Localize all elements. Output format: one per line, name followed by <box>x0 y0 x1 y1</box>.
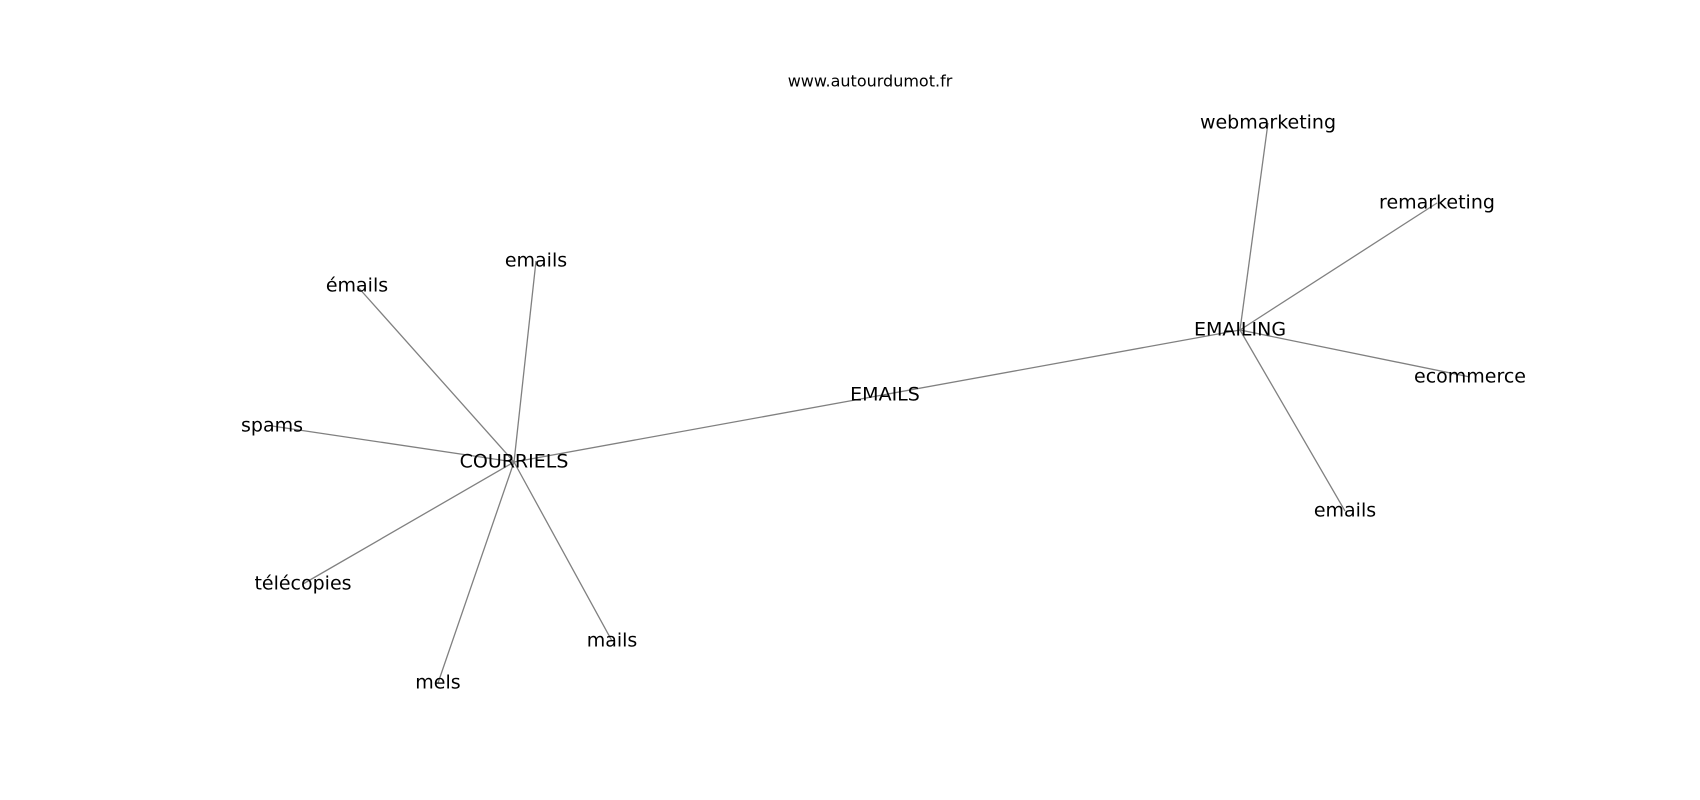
edge-emailing-webmarketing <box>1239 122 1269 331</box>
node-telecopies[interactable]: télécopies <box>254 573 351 595</box>
edge-emailing-remarketing <box>1239 202 1438 331</box>
node-emails-center[interactable]: EMAILS <box>850 384 920 406</box>
node-emails-e[interactable]: emails <box>1314 500 1376 522</box>
node-ecommerce[interactable]: ecommerce <box>1414 366 1526 388</box>
node-emails-accent[interactable]: émails <box>326 275 388 297</box>
edge-courriels-mails <box>513 461 613 642</box>
edge-courriels-telecopies <box>302 461 515 585</box>
edge-courriels-emailing <box>513 329 1241 463</box>
node-courriels[interactable]: COURRIELS <box>460 451 569 473</box>
edge-courriels-mels <box>437 461 515 684</box>
graph-nodes: EMAILS COURRIELS EMAILING emails émails spams… <box>241 112 1526 694</box>
edge-courriels-emails_c <box>513 260 537 463</box>
edge-courriels-emails_accent <box>356 285 515 463</box>
node-mels[interactable]: mels <box>415 672 460 694</box>
edge-emailing-emails_e <box>1239 329 1346 512</box>
site-url: www.autourdumot.fr <box>788 72 953 91</box>
node-webmarketing[interactable]: webmarketing <box>1200 112 1336 134</box>
graph-edges <box>271 122 1471 684</box>
node-mails[interactable]: mails <box>587 630 638 652</box>
edge-courriels-spams <box>271 425 515 463</box>
node-emailing[interactable]: EMAILING <box>1194 319 1286 341</box>
edge-emailing-ecommerce <box>1239 329 1471 378</box>
node-spams[interactable]: spams <box>241 415 303 437</box>
node-remarketing[interactable]: remarketing <box>1379 192 1495 214</box>
node-emails-c[interactable]: emails <box>505 250 567 272</box>
